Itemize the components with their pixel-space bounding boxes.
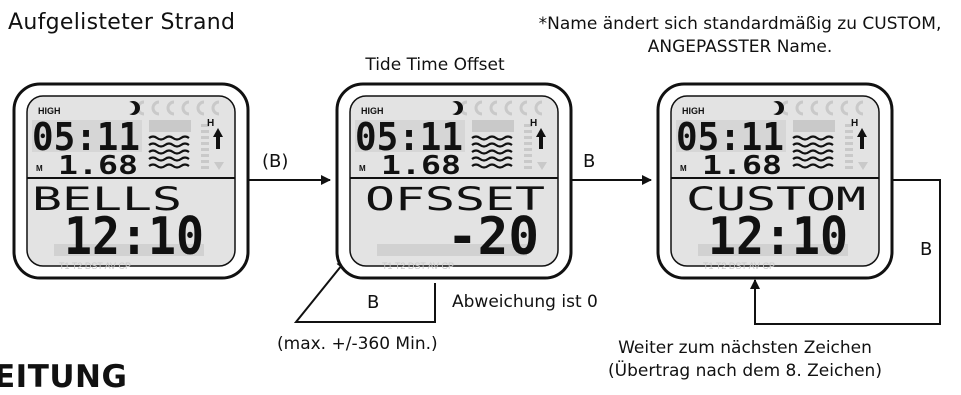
screen3-time-large: 12:10 xyxy=(708,207,848,267)
screen1-time: 05:11 xyxy=(32,115,140,159)
screen1-time-large: 12:10 xyxy=(64,207,204,267)
next-char-line-1: Weiter zum nächsten Zeichen xyxy=(618,338,872,358)
loop-arrow xyxy=(750,179,941,325)
screen2-high: HIGH xyxy=(361,106,384,116)
screen1-high: HIGH xyxy=(38,106,61,116)
screen3-height: 1.68 xyxy=(702,151,782,181)
screen1-bottom-row: T1 T2 DST AV CP xyxy=(59,261,131,271)
watch-screen-2: HIGH 05:11 M 1.68 H OFSSET -20 T1 T2 DST… xyxy=(335,82,573,280)
screen2-label: OFSSET xyxy=(365,180,545,218)
screen2-bottom-row: T1 T2 DST AV CP xyxy=(382,261,454,271)
range-note: (max. +/-360 Min.) xyxy=(277,334,438,354)
screen3-time: 05:11 xyxy=(676,115,784,159)
screen1-tide-hl: H xyxy=(207,118,214,129)
screen1-unit: M xyxy=(36,164,43,173)
screen3-tide-hl: H xyxy=(851,118,858,129)
next-char-line-2: (Übertrag nach dem 8. Zeichen) xyxy=(608,361,882,381)
note-line-2: ANGEPASSTER Name. xyxy=(647,37,833,57)
screen2-tide-hl: H xyxy=(530,118,537,129)
deviation-note: Abweichung ist 0 xyxy=(452,292,598,312)
arrow1-label: (B) xyxy=(262,151,289,172)
screen2-offset-value: -20 xyxy=(447,207,539,267)
screen2-time: 05:11 xyxy=(355,115,463,159)
offset-adjust-arrow xyxy=(293,259,436,323)
watch-screen-1: HIGH 05:11 M 1.68 H BELLS 12:10 T1 T2 DS… xyxy=(12,82,250,280)
screen2-unit: M xyxy=(359,164,366,173)
title-listed-beach: Aufgelisteter Strand xyxy=(8,10,236,35)
arrow2-label: B xyxy=(583,151,596,172)
watch-screen-3: HIGH 05:11 M 1.68 H CUSTOM 12:10 T1 T2 D… xyxy=(656,82,894,280)
screen3-high: HIGH xyxy=(682,106,705,116)
screen3-name: CUSTOM xyxy=(686,180,866,218)
arrow3-label: B xyxy=(367,292,380,313)
screen2-caption: Tide Time Offset xyxy=(365,55,505,75)
screen2-height: 1.68 xyxy=(381,151,461,181)
loop-label: B xyxy=(920,239,933,260)
note-line-1: *Name ändert sich standardmäßig zu CUSTO… xyxy=(538,14,942,34)
screen3-bottom-row: T1 T2 DST AV CP xyxy=(703,261,775,271)
screen3-unit: M xyxy=(680,164,687,173)
screen1-name: BELLS xyxy=(32,180,182,218)
screen1-height: 1.68 xyxy=(58,151,138,181)
